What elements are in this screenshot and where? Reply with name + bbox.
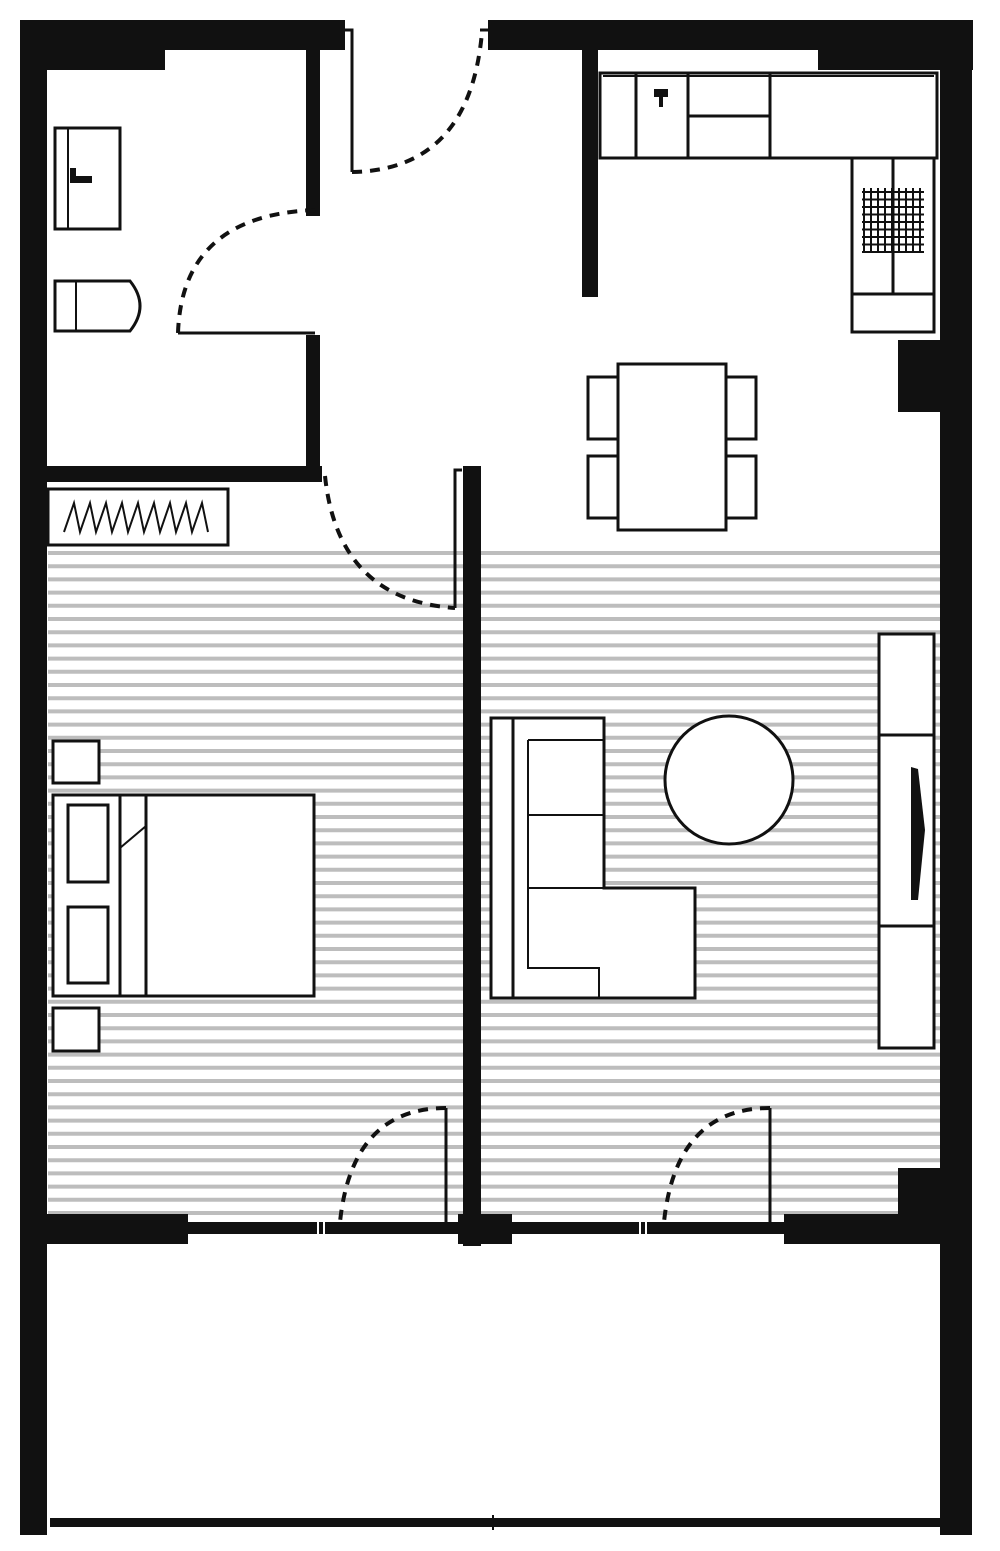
bathroom-fixtures [53, 126, 142, 333]
facade-wall-left [20, 1214, 188, 1244]
bedroom-door-leaf [453, 468, 462, 608]
dining-table [616, 362, 728, 532]
facade-wall-right [784, 1214, 972, 1244]
dining-chair [723, 454, 758, 520]
toilet [53, 279, 142, 333]
kitchen [598, 71, 939, 334]
column-right-mid [898, 340, 972, 412]
tv-console [877, 632, 936, 1050]
nightstand-bottom [51, 1006, 101, 1053]
facade-glazing [188, 1222, 784, 1234]
sofa-cushions [527, 739, 604, 998]
faucet-icon [70, 176, 92, 183]
dining-chair [586, 454, 621, 520]
pillow [66, 803, 110, 884]
entry-door-swing [351, 31, 484, 174]
bedroom [46, 487, 316, 1053]
entry-door-leaf [345, 28, 354, 172]
bathroom-bottom-wall [20, 466, 322, 482]
wall-left [20, 20, 47, 1535]
sink-faucet-icon [654, 89, 668, 97]
balcony-edge [50, 1518, 940, 1527]
nightstand-top [51, 739, 101, 785]
pillow [66, 905, 110, 985]
facade-wall-mid [458, 1214, 512, 1244]
sofa [511, 716, 697, 1000]
vent-grille-icon [862, 188, 924, 253]
walls [20, 20, 973, 1535]
dining-chair [586, 375, 621, 441]
round-coffee-table [663, 714, 795, 846]
kitchen-partition [582, 45, 598, 297]
tv-icon [911, 767, 925, 900]
dining [586, 362, 758, 532]
doors [176, 28, 772, 1223]
bedroom-balcony-door-swing [338, 1106, 447, 1223]
bathroom-right-wall-top [306, 20, 320, 216]
bathroom-door-swing [176, 208, 316, 334]
wall-right [940, 20, 972, 1535]
wardrobe-hanger-icons [63, 499, 209, 536]
living-room [489, 632, 936, 1050]
bedroom-living-partition [463, 466, 481, 1246]
bathroom-right-wall-bottom [306, 335, 320, 480]
living-balcony-door-swing [662, 1106, 771, 1223]
wardrobe [46, 487, 230, 547]
glazing-living [512, 1222, 784, 1234]
bedroom-door-swing [323, 475, 456, 610]
dining-chair [723, 375, 758, 441]
sofa-back [489, 716, 515, 1000]
